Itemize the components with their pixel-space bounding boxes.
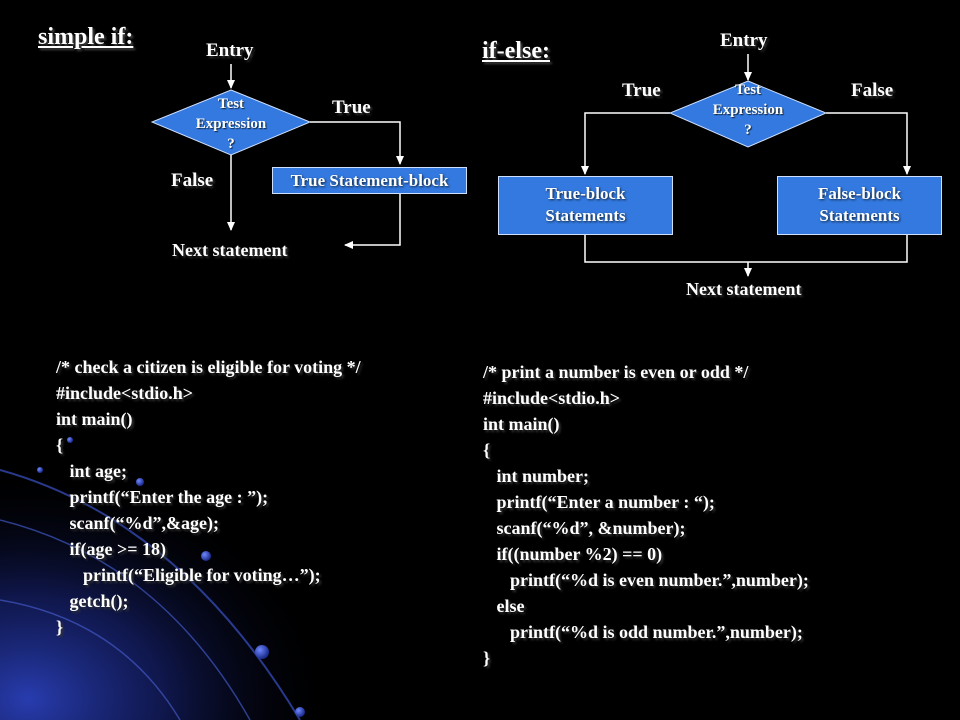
code-line: } [56, 617, 64, 637]
right-false-arrow [826, 112, 911, 175]
code-line: { [483, 440, 491, 460]
right-decision-diamond [668, 80, 828, 148]
code-line: scanf(“%d”,&age); [56, 513, 219, 533]
right-entry-label: Entry [720, 30, 768, 51]
left-next-statement: Next statement [172, 240, 288, 260]
code-line: if((number %2) == 0) [483, 544, 663, 564]
code-line: printf(“Enter the age : ”); [56, 487, 269, 507]
right-true-label: True [622, 80, 661, 101]
right-true-arrow [581, 112, 670, 175]
right-code-block: /* print a number is even or odd */ #inc… [483, 359, 809, 671]
left-diagram-title: simple if: [38, 24, 134, 50]
left-return-arrow [344, 194, 401, 249]
right-false-label: False [851, 80, 894, 101]
code-line: { [56, 435, 64, 455]
code-line: getch(); [56, 591, 129, 611]
code-line: if(age >= 18) [56, 539, 167, 559]
code-line: printf(“%d is odd number.”,number); [483, 622, 803, 642]
right-merge-line [584, 235, 908, 263]
code-line: int main() [56, 409, 133, 429]
left-true-label: True [332, 97, 371, 118]
left-code-block: /* check a citizen is eligible for votin… [56, 354, 361, 640]
code-line: printf(“%d is even number.”,number); [483, 570, 809, 590]
code-line: else [483, 596, 525, 616]
right-condition-text: Test Expression ? [712, 82, 784, 138]
code-line: /* check a citizen is eligible for votin… [56, 357, 361, 377]
code-line: scanf(“%d”, &number); [483, 518, 686, 538]
code-line: } [483, 648, 491, 668]
code-line: #include<stdio.h> [483, 388, 621, 408]
code-line: #include<stdio.h> [56, 383, 194, 403]
true-statement-block: True Statement-block [272, 167, 467, 194]
true-block-statements: True-block Statements [498, 176, 673, 235]
code-line: /* print a number is even or odd */ [483, 362, 749, 382]
left-condition-text: Test Expression ? [195, 96, 267, 152]
right-next-statement: Next statement [686, 279, 802, 299]
left-false-label: False [171, 170, 214, 191]
code-line: printf(“Eligible for voting…”); [56, 565, 321, 585]
left-true-arrow [310, 121, 404, 165]
left-entry-label: Entry [206, 40, 254, 61]
code-line: printf(“Enter a number : “); [483, 492, 715, 512]
code-line: int main() [483, 414, 560, 434]
code-line: int number; [483, 466, 590, 486]
right-diagram-title: if-else: [482, 38, 550, 64]
false-block-statements: False-block Statements [777, 176, 942, 235]
code-line: int age; [56, 461, 128, 481]
